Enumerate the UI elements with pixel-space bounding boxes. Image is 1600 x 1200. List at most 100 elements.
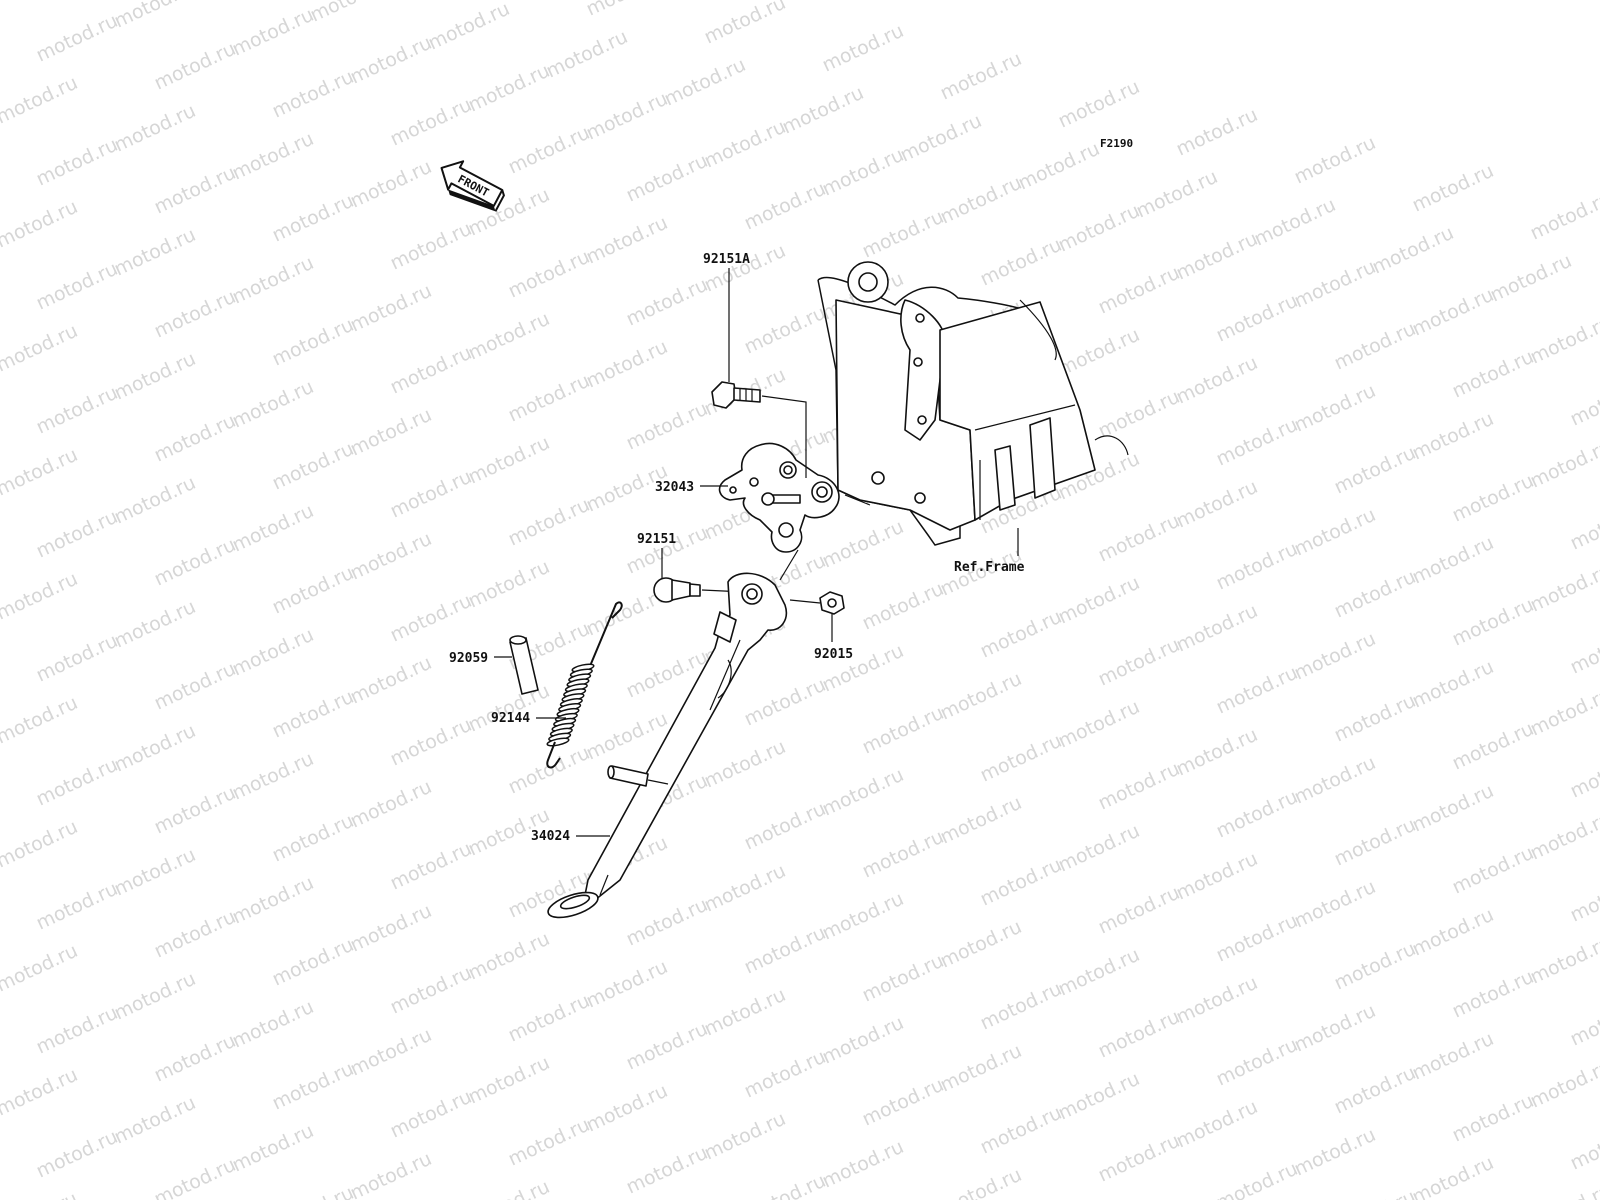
watermark-text: motod.ru <box>1409 1028 1497 1085</box>
watermark-text: motod.ru <box>269 562 357 619</box>
watermark-text: motod.ru <box>33 630 121 687</box>
watermark-text: motod.ru <box>1133 166 1221 223</box>
part-label-92059: 92059 <box>449 651 488 666</box>
watermark-text: motod.ru <box>1449 594 1537 651</box>
watermark-text: motod.ru <box>1449 1090 1537 1147</box>
watermark-text: motod.ru <box>1409 532 1497 589</box>
watermark-text: motod.ru <box>1055 820 1143 877</box>
watermark-text: motod.ru <box>0 940 81 997</box>
watermark-text: motod.ru <box>623 274 711 331</box>
watermark-text: motod.ru <box>937 1040 1025 1097</box>
watermark-text: motod.ru <box>465 432 553 489</box>
watermark-text: motod.ru <box>1173 352 1261 409</box>
watermark-text: motod.ru <box>387 838 475 895</box>
watermark-text: motod.ru <box>347 156 435 213</box>
watermark-text: motod.ru <box>1291 132 1379 189</box>
part-label-92151A: 92151A <box>703 252 750 267</box>
watermark-text: motod.ru <box>977 854 1065 911</box>
watermark-text: motod.ru <box>1095 1130 1183 1187</box>
watermark-text: motod.ru <box>583 88 671 145</box>
watermark-text: motod.ru <box>1095 634 1183 691</box>
watermark-text: motod.ru <box>977 606 1065 663</box>
watermark-text: motod.ru <box>0 692 81 749</box>
watermark-text: motod.ru <box>1015 138 1103 195</box>
watermark-text: motod.ru <box>859 702 947 759</box>
watermark-text: motod.ru <box>0 196 81 253</box>
watermark-text: motod.ru <box>1173 228 1261 285</box>
watermark-text: motod.ru <box>347 652 435 709</box>
watermark-text: motod.ru <box>1527 560 1600 617</box>
watermark-text: motod.ru <box>33 1002 121 1059</box>
watermark-text: motod.ru <box>1213 538 1301 595</box>
watermark-text: motod.ru <box>1409 1152 1497 1200</box>
watermark-text: motod.ru <box>1567 374 1600 431</box>
watermark-text: motod.ru <box>151 1154 239 1200</box>
part-34024-side-stand <box>547 549 799 919</box>
watermark-text: motod.ru <box>1409 284 1497 341</box>
watermark-text: motod.ru <box>1291 628 1379 685</box>
watermark-text: motod.ru <box>269 314 357 371</box>
watermark-text: motod.ru <box>1527 932 1600 989</box>
watermark-text: motod.ru <box>1331 1186 1419 1200</box>
watermark-text: motod.ru <box>1527 188 1600 245</box>
watermark-text: motod.ru <box>701 240 789 297</box>
watermark-text: motod.ru <box>859 578 947 635</box>
watermark-text: motod.ru <box>505 246 593 303</box>
watermark-text: motod.ru <box>33 382 121 439</box>
watermark-text: motod.ru <box>387 1086 475 1143</box>
watermark-text: motod.ru <box>0 0 81 5</box>
watermark-text: motod.ru <box>111 224 199 281</box>
watermark-text: motod.ru <box>465 60 553 117</box>
watermark-text: motod.ru <box>465 308 553 365</box>
watermark-text: motod.ru <box>543 26 631 83</box>
watermark-text: motod.ru <box>269 66 357 123</box>
watermark-text: motod.ru <box>425 0 513 55</box>
watermark-text: motod.ru <box>859 826 947 883</box>
watermark-text: motod.ru <box>1567 1118 1600 1175</box>
watermark-text: motod.ru <box>741 1170 829 1200</box>
watermark-text: motod.ru <box>347 404 435 461</box>
watermark-text: motod.ru <box>33 506 121 563</box>
watermark-text: motod.ru <box>111 472 199 529</box>
watermark-text: motod.ru <box>151 1030 239 1087</box>
watermark-text: motod.ru <box>1409 656 1497 713</box>
watermark-text: motod.ru <box>269 190 357 247</box>
watermark-text: motod.ru <box>701 1108 789 1165</box>
watermark-text: motod.ru <box>1331 318 1419 375</box>
watermark-text: motod.ru <box>0 568 81 625</box>
watermark-text: motod.ru <box>111 968 199 1025</box>
watermark-text: motod.ru <box>229 872 317 929</box>
watermark-text: motod.ru <box>1449 470 1537 527</box>
watermark-text: motod.ru <box>269 810 357 867</box>
watermark-text: motod.ru <box>1095 262 1183 319</box>
watermark-text: motod.ru <box>701 860 789 917</box>
watermark-text: motod.ru <box>1055 572 1143 629</box>
watermark-text: motod.ru <box>1055 696 1143 753</box>
watermark-text: motod.ru <box>1173 1096 1261 1153</box>
watermark-text: motod.ru <box>347 1148 435 1200</box>
watermark-text: motod.ru <box>151 410 239 467</box>
front-arrow-icon: FRONT <box>440 160 505 212</box>
watermark-text: motod.ru <box>111 0 199 33</box>
watermark-text: motod.ru <box>741 674 829 731</box>
watermark-text: motod.ru <box>1369 222 1457 279</box>
watermark-text: motod.ru <box>1173 476 1261 533</box>
watermark-text: motod.ru <box>1409 780 1497 837</box>
watermark-text: motod.ru <box>583 212 671 269</box>
watermark-text: motod.ru <box>465 928 553 985</box>
watermark-text: motod.ru <box>465 680 553 737</box>
watermark-text: motod.ru <box>1527 1056 1600 1113</box>
watermark-text: motod.ru <box>1409 904 1497 961</box>
watermark-text: motod.ru <box>937 916 1025 973</box>
watermark-text: motod.ru <box>1095 758 1183 815</box>
part-label-34024: 34024 <box>531 829 570 844</box>
watermark-text: motod.ru <box>229 748 317 805</box>
watermark-text: motod.ru <box>151 162 239 219</box>
watermark-text: motod.ru <box>387 466 475 523</box>
watermark-text: motod.ru <box>1449 966 1537 1023</box>
watermark-text: motod.ru <box>1567 870 1600 927</box>
watermark-text: motod.ru <box>505 122 593 179</box>
watermark-text: motod.ru <box>465 1176 553 1200</box>
watermark-text: motod.ru <box>1527 436 1600 493</box>
